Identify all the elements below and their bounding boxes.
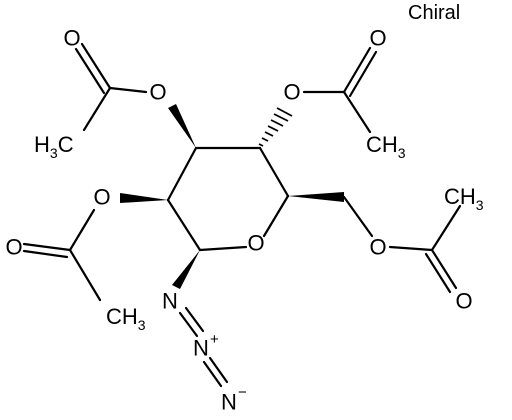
bond-c4-c5 xyxy=(258,146,290,198)
bond-o-c2-carbonyl-c xyxy=(68,208,96,252)
bond-c6-acetyl-methyl xyxy=(430,204,462,252)
azide-n3-charge: − xyxy=(238,384,247,401)
bond-o-c3-carbonyl-c xyxy=(108,86,148,94)
o-c4-label: O xyxy=(283,80,300,105)
bond-c4-carbonyl-double-b xyxy=(348,50,378,98)
ring-oxygen-label: O xyxy=(247,231,264,256)
carbonyl-o-c6-label: O xyxy=(455,289,472,314)
methyl-c2-ch: CH xyxy=(106,304,138,329)
methyl-c4-label: CH3 xyxy=(366,132,406,161)
methyl-c6-subscript: 3 xyxy=(476,197,484,213)
o-c2-label: O xyxy=(93,185,110,210)
carbonyl-o-c2-label: O xyxy=(5,235,22,260)
bond-n2-n3-a xyxy=(202,360,223,388)
methyl-c4-ch: CH xyxy=(366,132,398,157)
carbonyl-o-c4-label: O xyxy=(369,26,386,51)
methyl-c3-c: C xyxy=(58,132,74,157)
methyl-c3-h: H xyxy=(34,132,50,157)
bond-n1-n2-b xyxy=(184,306,205,333)
bond-c6-o xyxy=(342,195,374,238)
bond-c2-acetyl-methyl xyxy=(68,248,102,302)
o-c3-label: O xyxy=(149,80,166,105)
bond-n1-n2-a xyxy=(178,311,199,338)
hash-c4-o xyxy=(258,107,293,147)
bond-c3-carbonyl-double-b xyxy=(74,47,106,95)
wedge-c5-c6 xyxy=(288,192,344,202)
wedge-c3-o xyxy=(168,104,196,148)
azide-n3-label: N xyxy=(221,390,237,415)
bond-c2-c3 xyxy=(166,146,198,202)
methyl-c2-label: CH3 xyxy=(106,304,146,333)
azide-n2-charge: + xyxy=(210,331,219,348)
pyranose-ring xyxy=(166,146,290,252)
bond-c6-carbonyl-double-a xyxy=(430,248,458,290)
bond-c3-carbonyl-double-a xyxy=(80,42,112,90)
carbonyl-o-c3-label: O xyxy=(63,26,80,51)
methyl-c6-label: CH3 xyxy=(444,184,484,213)
wedge-c1-n xyxy=(172,250,200,289)
methyl-c3-subscript: 3 xyxy=(50,145,58,161)
methyl-c2-subscript: 3 xyxy=(138,317,146,333)
methyl-c3-label: H3C xyxy=(34,132,74,161)
bond-c3-acetyl-methyl xyxy=(82,86,112,132)
bond-c5-o xyxy=(262,194,290,238)
bond-o-c1 xyxy=(198,245,248,252)
bond-c4-carbonyl-double-a xyxy=(342,46,372,94)
bond-c6-carbonyl-double-b xyxy=(424,252,452,294)
azide-n2-label: N xyxy=(193,336,209,361)
bond-c2-carbonyl-double-b xyxy=(22,249,69,259)
methyl-c4-subscript: 3 xyxy=(398,145,406,161)
bond-c4-acetyl-methyl xyxy=(342,90,372,134)
chiral-label: Chiral xyxy=(408,2,461,24)
azide-n1-label: N xyxy=(162,289,178,314)
methyl-c6-ch: CH xyxy=(444,184,476,209)
bond-c2-carbonyl-double-a xyxy=(22,242,72,252)
wedge-c2-o xyxy=(120,193,168,203)
o-c6-label: O xyxy=(369,235,386,260)
bond-o-c6-carbonyl-c xyxy=(388,245,434,252)
bond-n2-n3-b xyxy=(208,356,229,384)
bond-c1-c2 xyxy=(166,198,202,252)
